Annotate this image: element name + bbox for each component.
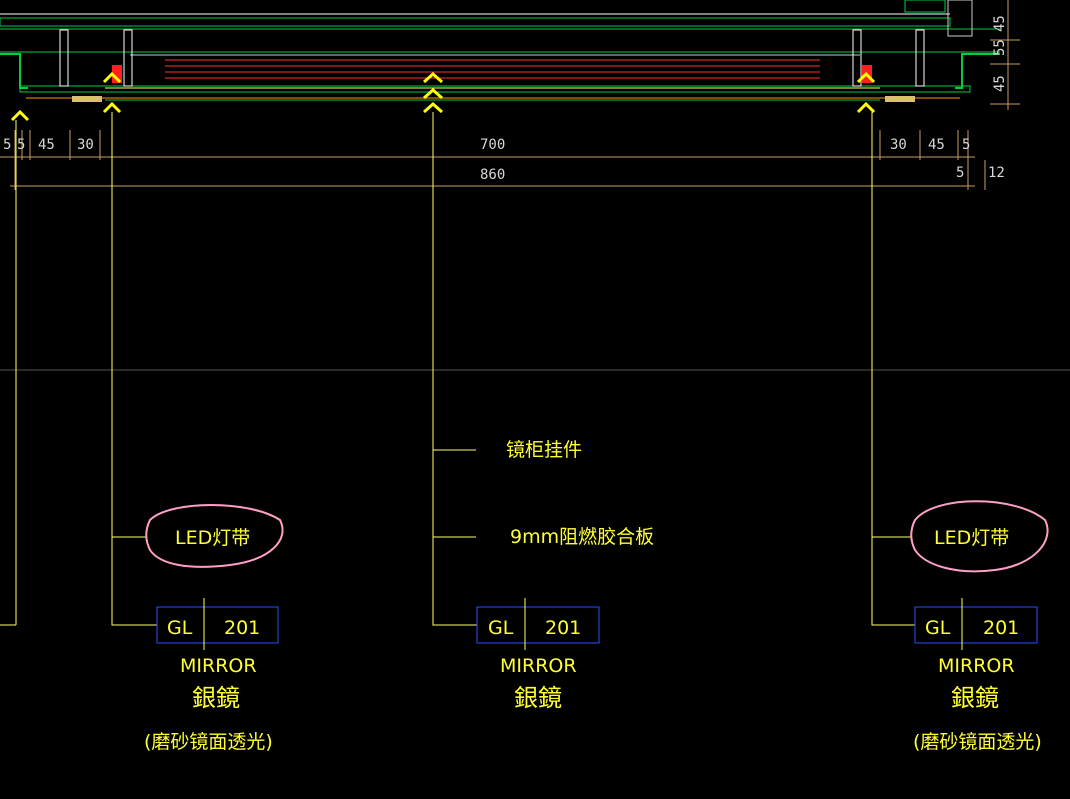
tag-3-material-en: MIRROR — [938, 655, 1015, 677]
callout-plywood: 9mm阻燃胶合板 — [510, 526, 654, 548]
dim-left-0: 5 — [3, 137, 11, 153]
callout-mirror-cabinet-hanger: 镜柜挂件 — [506, 439, 582, 461]
tag-1-material-cn: 銀鏡 — [192, 684, 240, 712]
tag-1-material-en: MIRROR — [180, 655, 257, 677]
tag-boxes — [156, 606, 1038, 644]
revision-clouds — [145, 500, 1049, 573]
dimension-lines — [0, 0, 1020, 190]
tag-1-number: 201 — [224, 617, 260, 639]
callout-led-right: LED灯带 — [934, 527, 1009, 549]
dim-center-outer: 860 — [480, 167, 505, 183]
dim-right-0: 30 — [890, 137, 907, 153]
dim-right-2: 5 — [962, 137, 970, 153]
tag-1-code: GL — [167, 617, 193, 639]
dim-left-1: 5 — [17, 137, 25, 153]
dim-left-2: 45 — [38, 137, 55, 153]
tag-2-code: GL — [488, 617, 514, 639]
dim-center-inner: 700 — [480, 137, 505, 153]
tag-2-material-en: MIRROR — [500, 655, 577, 677]
tag-3-material-cn: 銀鏡 — [951, 684, 999, 712]
dim-vertical-0: 45 — [992, 15, 1008, 32]
dim-right-1: 45 — [928, 137, 945, 153]
tag-dividers — [203, 598, 963, 650]
marker-carets — [10, 71, 876, 122]
dim-left-3: 30 — [77, 137, 94, 153]
callout-led-left: LED灯带 — [175, 527, 250, 549]
tag-3-note: (磨砂镜面透光) — [913, 731, 1042, 753]
section-detail — [0, 0, 1000, 102]
tag-1-note: (磨砂镜面透光) — [144, 731, 273, 753]
leader-lines — [0, 112, 915, 626]
dim-vertical-2: 45 — [992, 75, 1008, 92]
tag-3-code: GL — [925, 617, 951, 639]
tag-2-material-cn: 銀鏡 — [514, 684, 562, 712]
dim-vertical-1: 55 — [992, 39, 1008, 56]
tag-3-number: 201 — [983, 617, 1019, 639]
dim-right-lower-1: 12 — [988, 165, 1005, 181]
tag-2-number: 201 — [545, 617, 581, 639]
dim-right-lower-0: 5 — [956, 165, 964, 181]
